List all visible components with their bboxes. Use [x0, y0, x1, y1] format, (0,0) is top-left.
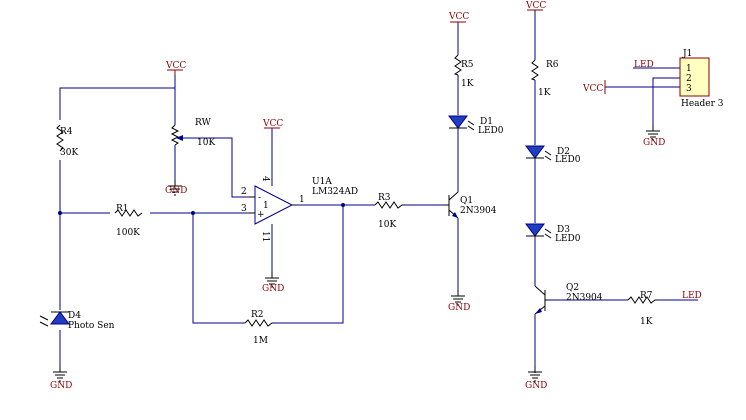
opamp-pin1: 1: [299, 195, 305, 205]
r1-ref: R1: [116, 204, 129, 214]
rw-ref: RW: [195, 118, 212, 128]
resistor-r7[interactable]: R7 1K: [627, 291, 658, 327]
net-led-j1-text: LED: [634, 60, 654, 70]
opamp-u1a[interactable]: - + 1 2 3 1 4 11 U1A LM324AD: [241, 176, 358, 242]
d4-ref: D4: [68, 311, 81, 321]
r5-ref: R5: [461, 60, 474, 70]
gnd-symbol-opamp: GND: [262, 271, 284, 294]
gnd-symbol-d4: GND: [50, 365, 72, 391]
gnd-symbol-j1: GND: [643, 124, 665, 148]
d4-value: Photo Sen: [68, 321, 115, 331]
d1-ref: D1: [480, 117, 493, 127]
j1-pin3: 3: [686, 84, 692, 94]
d3-value: LED0: [555, 234, 581, 244]
r2-value: 1M: [253, 336, 268, 346]
rw-value: 10K: [197, 138, 215, 148]
r7-ref: R7: [640, 291, 653, 301]
wires: [59, 10, 698, 373]
opamp-pin11: 11: [260, 231, 270, 242]
j1-ref: J1: [682, 49, 692, 59]
vcc-label-rw: VCC: [165, 61, 186, 71]
gnd-label-d4: GND: [50, 381, 72, 391]
net-label-led-j1: LED: [634, 60, 654, 70]
r2-ref: R2: [251, 310, 264, 320]
resistor-r6[interactable]: R6 1K: [530, 59, 559, 98]
transistor-q2[interactable]: Q2 2N3904: [534, 283, 603, 315]
resistor-r2[interactable]: R2 1M: [244, 310, 275, 346]
gnd-symbol-q1: GND: [448, 289, 470, 313]
opamp-unit: 1: [263, 201, 269, 211]
opamp-pin2: 2: [241, 187, 247, 197]
opamp-pin3: 3: [241, 204, 247, 214]
r1-value: 100K: [116, 228, 140, 238]
d2-value: LED0: [555, 155, 581, 165]
r3-ref: R3: [378, 193, 391, 203]
resistor-r1[interactable]: R1 100K: [114, 204, 143, 238]
q2-ref: Q2: [566, 283, 579, 293]
r4-value: 30K: [60, 148, 78, 158]
photodiode-d4[interactable]: D4 Photo Sen: [39, 311, 115, 331]
vcc-symbol-j1: VCC: [582, 80, 606, 94]
j1-pin1: 1: [686, 64, 692, 74]
r4-ref: R4: [60, 127, 73, 137]
header-j1[interactable]: J1 1 2 3 Header 3: [679, 49, 724, 109]
q2-value: 2N3904: [566, 293, 603, 303]
gnd-symbol-rw: GND: [165, 179, 187, 196]
transistor-q1[interactable]: Q1 2N3904: [443, 191, 497, 219]
r7-value: 1K: [640, 317, 653, 327]
net-label-led-r7: LED: [682, 291, 702, 301]
led-d1[interactable]: D1 LED0: [448, 115, 504, 136]
d2-ref: D2: [557, 147, 570, 157]
q1-value: 2N3904: [460, 206, 497, 216]
gnd-label-opamp: GND: [262, 284, 284, 294]
led-d2[interactable]: D2 LED0: [525, 145, 581, 165]
vcc-symbol-q1: VCC: [448, 12, 469, 23]
gnd-label-q2: GND: [525, 381, 547, 391]
opamp-minus-sign: -: [258, 193, 261, 203]
led-d3[interactable]: D3 LED0: [525, 223, 581, 244]
opamp-pin4: 4: [260, 176, 270, 182]
net-led-r7-text: LED: [682, 291, 702, 301]
u1-value: LM324AD: [312, 187, 358, 197]
vcc-symbol-right: VCC: [525, 1, 546, 11]
opamp-plus-sign: +: [257, 210, 265, 220]
potentiometer-rw[interactable]: RW 10K: [170, 118, 215, 148]
vcc-label-opamp: VCC: [262, 119, 283, 129]
vcc-symbol-rw: VCC: [165, 61, 186, 75]
u1-ref: U1A: [312, 177, 332, 187]
r3-value: 10K: [378, 220, 396, 230]
d1-value: LED0: [478, 126, 504, 136]
gnd-label-j1: GND: [643, 138, 665, 148]
gnd-symbol-q2: GND: [525, 365, 547, 391]
r5-value: 1K: [461, 79, 474, 89]
vcc-symbol-opamp: VCC: [262, 119, 283, 129]
j1-pin2: 2: [686, 74, 692, 84]
d3-ref: D3: [557, 225, 570, 235]
junctions: [58, 203, 345, 215]
resistor-r5[interactable]: R5 1K: [453, 54, 474, 89]
vcc-label-j1: VCC: [582, 84, 603, 94]
resistor-r4[interactable]: R4 30K: [56, 124, 78, 158]
q1-ref: Q1: [460, 196, 473, 206]
j1-value: Header 3: [681, 99, 724, 109]
vcc-label-q1: VCC: [448, 12, 469, 22]
r6-value: 1K: [538, 88, 551, 98]
r6-ref: R6: [546, 60, 559, 70]
resistor-r3[interactable]: R3 10K: [374, 193, 405, 230]
gnd-label-rw: GND: [165, 186, 187, 196]
gnd-label-q1: GND: [448, 303, 470, 313]
vcc-label-right: VCC: [525, 1, 546, 11]
